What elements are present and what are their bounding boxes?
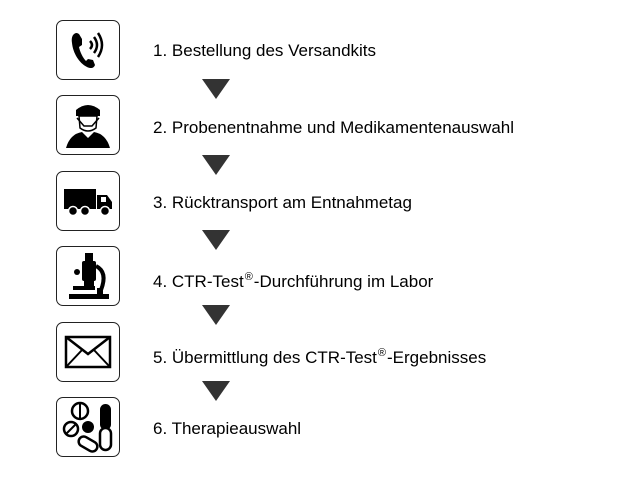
step-5-label-after: -Ergebnisses [387,348,487,367]
microscope-icon [69,253,109,299]
step-2-icon-box [56,95,120,155]
step-arrow-4 [202,305,230,325]
pills-icon [62,401,113,453]
step-4-icon-box [56,246,120,306]
step-1-icon-box [56,20,120,80]
step-3-label: 3. Rücktransport am Entnahmetag [153,193,412,212]
step-1-label: 1. Bestellung des Versandkits [153,41,377,60]
step-4-label-before: 4. CTR-Test [153,272,244,291]
step-5-icon-box [56,322,120,382]
truck-icon [64,189,112,217]
registered-mark: ® [377,347,387,359]
envelope-icon [64,335,112,369]
registered-mark: ® [244,271,253,283]
step-3-icon-box [56,171,120,231]
step-6-label: 6. Therapieauswahl [153,419,302,438]
step-arrow-5 [202,381,230,401]
step-4-label-after: -Durchführung im Labor [253,272,434,291]
telephone-icon [71,32,104,69]
step-arrow-3 [202,230,230,250]
step-5-label-before: 5. Übermittlung des CTR-Test [153,348,377,367]
surgeon-icon [66,105,110,148]
step-4-label: 4. CTR-Test®-Durchführung im Labor [153,271,434,294]
step-arrow-2 [202,155,230,175]
step-arrow-1 [202,79,230,99]
step-5-label: 5. Übermittlung des CTR-Test®-Ergebnisse… [153,347,487,370]
step-6-icon-box [56,397,120,457]
step-2-label: 2. Probenentnahme und Medikamentenauswah… [153,118,515,137]
